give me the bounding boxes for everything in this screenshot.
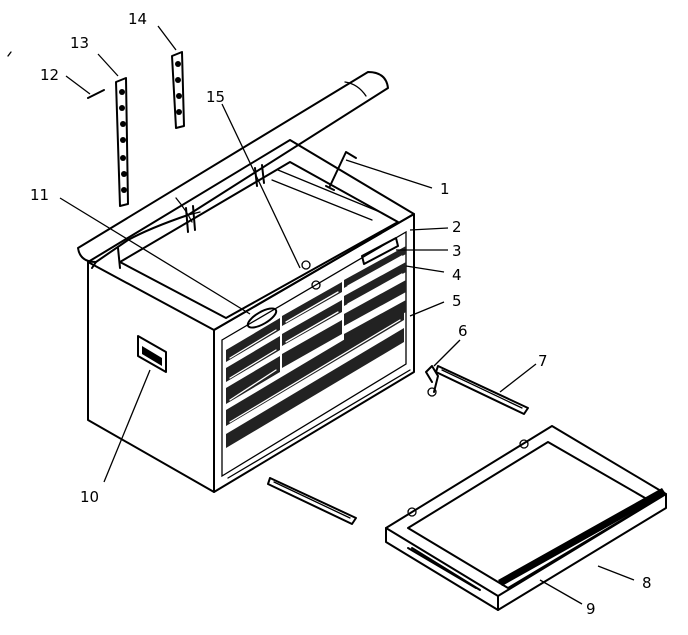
callout-13: 13 xyxy=(70,34,89,52)
callout-12: 12 xyxy=(40,66,59,84)
callout-6: 6 xyxy=(458,322,468,340)
drawer-stop-6 xyxy=(425,365,439,397)
callout-7: 7 xyxy=(538,352,548,370)
callout-14: 14 xyxy=(128,10,147,28)
callout-10: 10 xyxy=(80,488,99,506)
callout-3: 3 xyxy=(452,242,462,260)
side-handle xyxy=(137,335,167,373)
chest-body xyxy=(87,139,415,493)
drawer-fronts xyxy=(226,246,406,448)
callout-2: 2 xyxy=(452,218,462,236)
lock xyxy=(301,260,321,290)
callout-5: 5 xyxy=(452,292,462,310)
callout-4: 4 xyxy=(452,266,462,284)
drawer-assembly xyxy=(385,425,667,611)
callout-8: 8 xyxy=(642,574,652,592)
nameplate-badge xyxy=(246,307,278,329)
front-label-plate xyxy=(361,237,399,265)
stray-mark xyxy=(7,51,12,57)
callout-11: 11 xyxy=(30,186,49,204)
leader-lines xyxy=(59,25,635,605)
hinge-pin-12 xyxy=(87,89,105,99)
drawer-slide-left xyxy=(267,477,357,525)
hinge-strip-13 xyxy=(115,77,129,207)
drawer-slide-7 xyxy=(435,365,529,415)
callout-labels: 1 2 3 4 5 6 7 8 9 10 11 12 13 14 15 xyxy=(30,10,652,618)
callout-1: 1 xyxy=(440,180,450,198)
drawer-liner-8 xyxy=(498,488,666,586)
callout-15: 15 xyxy=(206,88,225,106)
lid-support-arm xyxy=(325,151,357,191)
hinge-strip-14 xyxy=(171,51,185,129)
callout-9: 9 xyxy=(586,600,596,618)
